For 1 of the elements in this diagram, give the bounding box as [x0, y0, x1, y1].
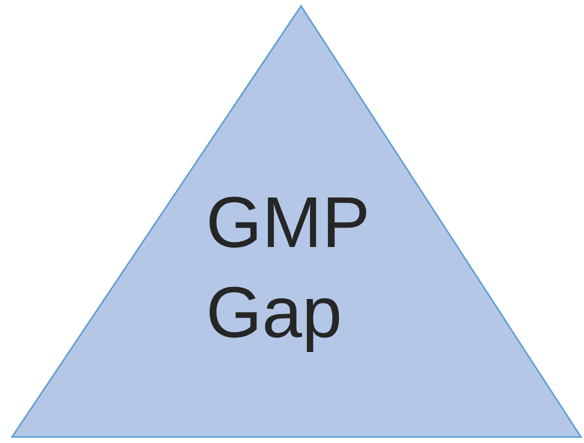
node-text: GMP Gap — [206, 182, 370, 355]
